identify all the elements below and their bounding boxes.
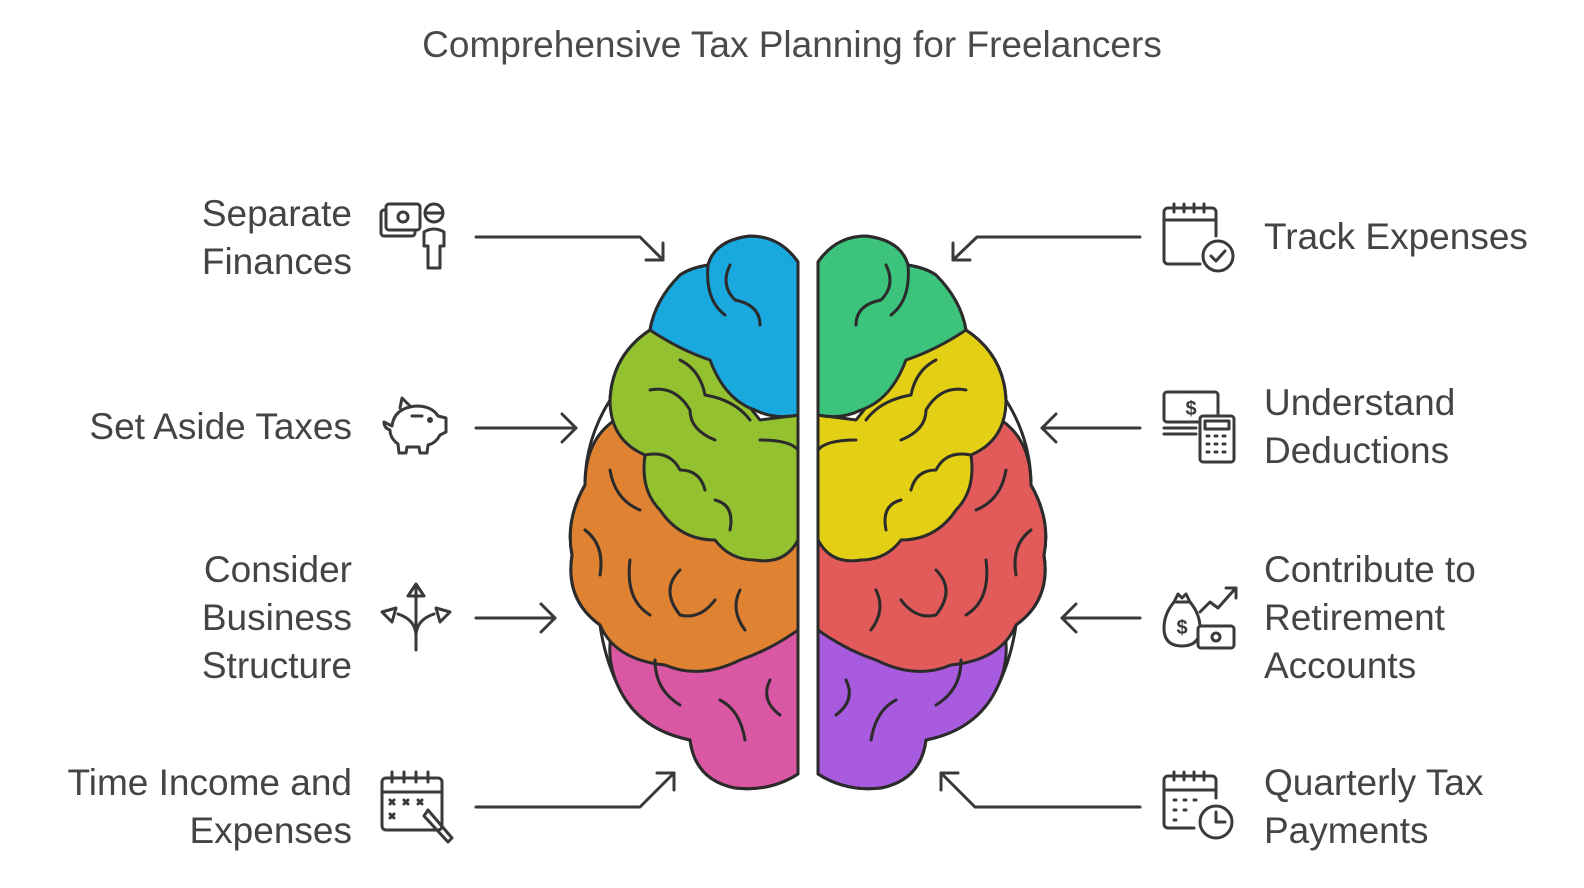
calendar-pen-icon (380, 770, 454, 844)
svg-text:$: $ (1185, 398, 1196, 420)
money-bag-growth-icon: $ (1162, 586, 1238, 650)
arrow-quarterly-tax (939, 771, 1142, 809)
label-set-aside-taxes: Set Aside Taxes (89, 406, 352, 447)
arrow-business-structure (474, 602, 557, 634)
calendar-clock-icon (1162, 770, 1234, 840)
arrow-understand-deductions (1040, 412, 1142, 444)
arrow-contribute-retirement (1060, 602, 1142, 634)
svg-text:$: $ (1176, 617, 1187, 639)
arrow-time-income (474, 771, 676, 809)
arrow-separate-finances (474, 235, 665, 262)
arrow-track-expenses (951, 235, 1142, 262)
money-calculator-icon: $ (1162, 390, 1236, 464)
money-person-icon (379, 202, 446, 270)
diagram-title: Comprehensive Tax Planning for Freelance… (422, 24, 1162, 65)
label-track-expenses: Track Expenses (1264, 216, 1528, 257)
piggy-bank-icon (382, 396, 448, 455)
split-arrows-icon (380, 582, 452, 652)
calendar-check-icon (1162, 202, 1235, 273)
arrow-set-aside-taxes (474, 412, 578, 444)
